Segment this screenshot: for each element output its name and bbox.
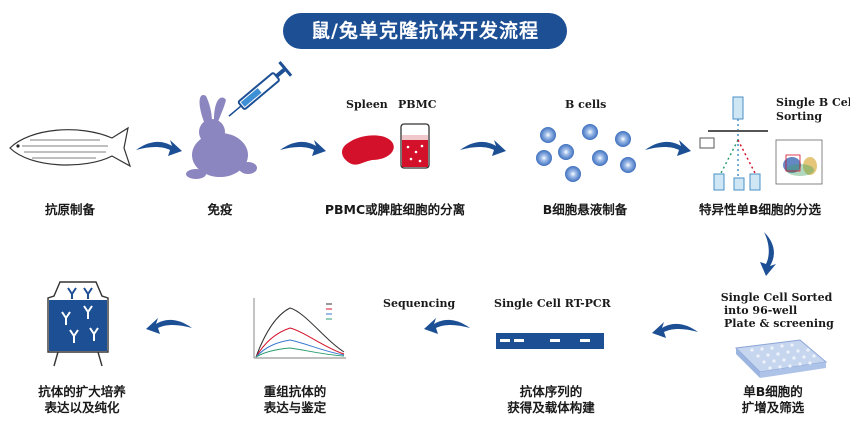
fish-icon	[9, 126, 132, 168]
step-label-sorting: 特异性单B细胞的分选	[698, 202, 822, 217]
step-label-expansion: 单B细胞的 扩增及筛选	[718, 384, 828, 416]
step-label-sequence: 抗体序列的 获得及载体构建	[488, 384, 614, 416]
step-label-recombinant: 重组抗体的 表达与鉴定	[240, 384, 350, 416]
spleen-annotation: Spleen	[346, 98, 388, 111]
rabbit-icon	[186, 95, 257, 179]
step-label-culture: 抗体的扩大培养 表达以及纯化	[20, 384, 144, 416]
rtpcr-annotation: Single Cell RT-PCR	[494, 297, 611, 310]
sensorgram-icon	[253, 298, 346, 359]
b-cells-annotation: B cells	[565, 98, 607, 111]
page-title: 鼠/兔单克隆抗体开发流程	[283, 13, 567, 49]
b-cell-icon	[536, 124, 636, 182]
step-label-expansion-line2: 扩增及筛选	[741, 400, 805, 415]
gel-icon	[496, 333, 604, 349]
step-label-expansion-line1: 单B细胞的	[743, 384, 803, 399]
step-label-immunization: 免疫	[207, 202, 233, 217]
sorted-annotation-line1: Single Cell Sorted	[720, 291, 833, 304]
plate-icon	[734, 339, 828, 378]
sorter-icon	[699, 96, 823, 191]
step-label-culture-line1: 抗体的扩大培养	[38, 384, 126, 399]
step-label-recombinant-line2: 表达与鉴定	[263, 400, 327, 415]
step-label-bcell-prep: B细胞悬液制备	[542, 202, 628, 217]
sorted-annotation-line3: Plate & screening	[724, 317, 834, 330]
step-label-isolation: PBMC或脾脏细胞的分离	[324, 202, 466, 217]
spleen-icon	[342, 135, 394, 165]
tube-icon	[400, 123, 430, 169]
pbmc-annotation: PBMC	[398, 98, 437, 111]
step-label-culture-line2: 表达以及纯化	[44, 400, 120, 415]
sorted-annotation: Single Cell Sorted into 96-well Plate & …	[714, 291, 839, 330]
sorting-annotation-line1: Single B Cell	[776, 96, 850, 109]
sequencing-annotation: Sequencing	[383, 297, 456, 310]
step-label-sequence-line2: 获得及载体构建	[507, 400, 595, 415]
sorted-annotation-line2: into 96-well	[724, 304, 798, 317]
syringe-icon	[228, 61, 293, 117]
step-label-antigen: 抗原制备	[44, 202, 95, 217]
flow-arrow-icon	[136, 140, 776, 338]
step-label-recombinant-line1: 重组抗体的	[263, 384, 327, 399]
sorting-annotation-line2: Sorting	[776, 110, 823, 123]
bioreactor-icon	[47, 281, 109, 367]
step-label-sequence-line1: 抗体序列的	[519, 384, 583, 399]
